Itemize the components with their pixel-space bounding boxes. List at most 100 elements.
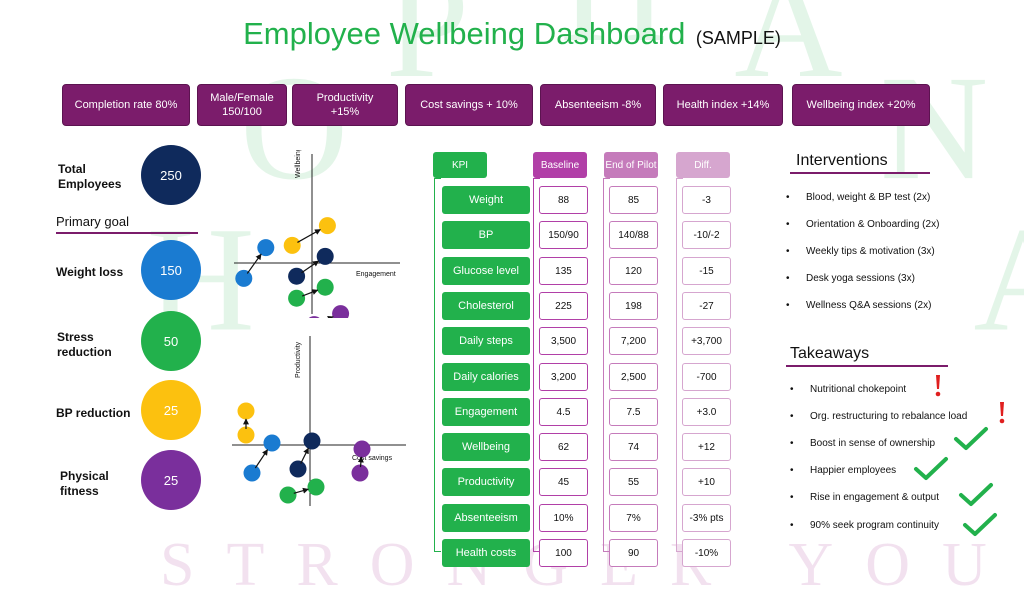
baseline-cell: 225 [539,292,588,320]
total-employees-label: Total Employees [58,162,122,191]
diff-cell: -15 [682,257,731,285]
goal-circle-weight-loss: 150 [141,240,201,300]
takeaway-item: Happier employees [790,465,896,476]
takeaway-item: 90% seek program continuity [790,520,939,531]
change-arrow [357,456,364,468]
kpi-name-cell: Daily calories [442,363,530,391]
x-axis-label: Cost savings [352,455,393,462]
baseline-cell: 100 [539,539,588,567]
diff-cell: -700 [682,363,731,391]
header-end-of-pilot: End of Pilot [604,152,658,178]
end-of-pilot-cell: 120 [609,257,658,285]
goal-label-stress-reduction: Stress reduction [57,330,112,359]
goal-label-physical-fitness: Physical fitness [60,469,109,498]
kpi-name-cell: Health costs [442,539,530,567]
end-of-pilot-cell: 85 [609,186,658,214]
exclamation-icon [999,402,1005,424]
checkmark-icon [954,427,988,450]
end-bracket [603,178,610,552]
baseline-cell: 45 [539,468,588,496]
end-of-pilot-cell: 7,200 [609,327,658,355]
goal-circle-physical-fitness: 25 [141,450,201,510]
kpi-badge-health-index: Health index +14% [663,84,783,126]
checkmark-icon [963,513,997,536]
intervention-item: Desk yoga sessions (3x) [786,273,915,284]
kpi-badge-cost-savings: Cost savings + 10% [405,84,533,126]
baseline-cell: 10% [539,504,588,532]
y-axis-label: Wellbeing [295,150,302,178]
intervention-item: Orientation & Onboarding (2x) [786,219,939,230]
takeaways-title: Takeaways [790,345,870,362]
watermark-bottom-text: STRONGER YOU [160,531,1019,599]
kpi-name-cell: Absenteeism [442,504,530,532]
scatter-point-after [332,305,350,318]
end-of-pilot-cell: 140/88 [609,221,658,249]
scatter-point-after [307,478,325,496]
baseline-cell: 62 [539,433,588,461]
diff-cell: +3,700 [682,327,731,355]
end-of-pilot-cell: 74 [609,433,658,461]
diff-cell: -3% pts [682,504,731,532]
interventions-title: Interventions [796,152,888,169]
change-arrow [301,289,319,297]
scatter-point-before [308,316,320,318]
primary-goal-heading: Primary goal [56,214,129,229]
kpi-name-cell: Cholesterol [442,292,530,320]
kpi-badge-completion: Completion rate 80% [62,84,190,126]
kpi-name-cell: Glucose level [442,257,530,285]
scatter-point-before [237,426,255,444]
change-arrow [297,228,321,243]
scatter-point-after [318,217,336,235]
scatter-point-after [303,432,321,450]
diff-cell: +10 [682,468,731,496]
diff-cell: -3 [682,186,731,214]
kpi-name-cell: Daily steps [442,327,530,355]
baseline-cell: 3,500 [539,327,588,355]
end-of-pilot-cell: 90 [609,539,658,567]
goal-circle-stress-reduction: 50 [141,311,201,371]
change-arrow [293,487,309,494]
takeaways-divider [786,365,948,367]
intervention-item: Wellness Q&A sessions (2x) [786,300,931,311]
scatter-point-before [289,460,307,478]
kpi-bracket [434,178,441,552]
diff-cell: -27 [682,292,731,320]
scatter-point-after [316,247,334,265]
kpi-badge-gender: Male/Female 150/100 [197,84,287,126]
end-of-pilot-cell: 7.5 [609,398,658,426]
change-arrow [246,253,262,274]
header-diff: Diff. [676,152,730,178]
goal-circle-bp-reduction: 25 [141,380,201,440]
diff-cell: +12 [682,433,731,461]
change-arrow [301,260,320,274]
end-of-pilot-cell: 55 [609,468,658,496]
kpi-name-cell: Wellbeing [442,433,530,461]
scatter-point-before [288,267,306,285]
end-of-pilot-cell: 7% [609,504,658,532]
end-of-pilot-cell: 198 [609,292,658,320]
exclamation-icon [935,375,941,397]
header-baseline: Baseline [533,152,587,178]
scatter-point-before [351,464,369,482]
takeaway-item: Boost in sense of ownership [790,438,935,449]
baseline-cell: 135 [539,257,588,285]
scatter-point-before [288,289,306,307]
scatter-point-after [257,239,275,257]
kpi-badge-wellbeing-index: Wellbeing index +20% [792,84,930,126]
baseline-cell: 150/90 [539,221,588,249]
change-arrow [327,315,334,318]
baseline-cell: 3,200 [539,363,588,391]
y-axis-label: Productivity [295,341,302,378]
kpi-name-cell: Engagement [442,398,530,426]
change-arrow [254,449,269,469]
kpi-name-cell: Productivity [442,468,530,496]
scatter-point-before [243,464,261,482]
goal-label-weight-loss: Weight loss [56,265,124,279]
kpi-name-cell: BP [442,221,530,249]
checkmark-icon [959,483,993,506]
kpi-badge-absenteeism: Absenteeism -8% [540,84,656,126]
productivity-cost-savings-chart: Cost savings Productivity [232,336,406,506]
scatter-point-before [279,486,297,504]
goal-label-bp-reduction: BP reduction [56,406,131,420]
